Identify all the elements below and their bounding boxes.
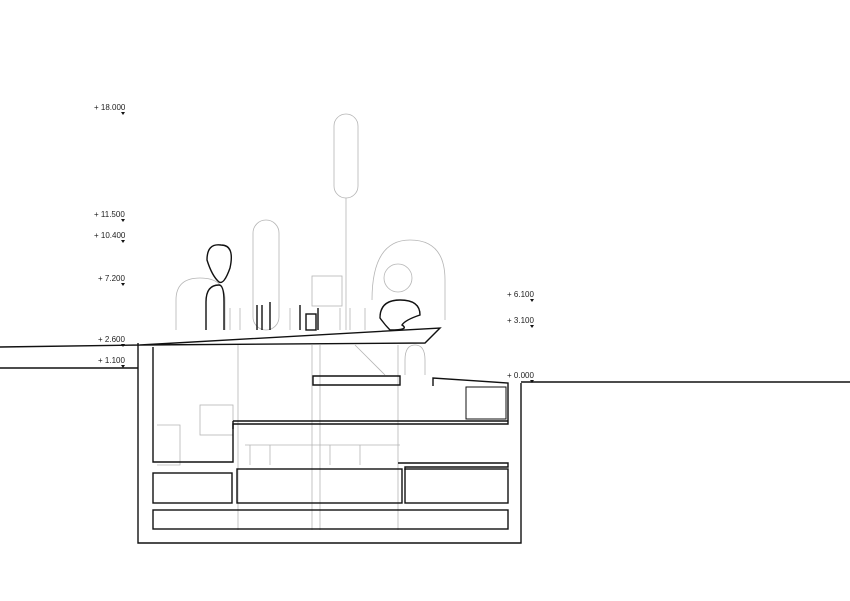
floating-canopy bbox=[206, 244, 233, 284]
mushroom-sculpture bbox=[379, 299, 421, 331]
level-triangle-icon bbox=[120, 219, 125, 222]
floor-slab-2 bbox=[398, 462, 509, 470]
side-room bbox=[465, 386, 507, 420]
mezzanine-slab bbox=[312, 375, 401, 386]
floor-slab-1 bbox=[232, 420, 508, 429]
level-triangle-icon bbox=[121, 112, 126, 115]
room-1 bbox=[152, 472, 233, 504]
planting-row bbox=[229, 308, 366, 330]
stair-box bbox=[199, 404, 234, 436]
outer-wall bbox=[137, 343, 522, 544]
level-marker-3100: + 3.100 bbox=[507, 316, 534, 328]
level-triangle-icon bbox=[529, 380, 534, 383]
stair-left bbox=[157, 424, 181, 466]
level-marker-6100: + 6.100 bbox=[507, 290, 534, 302]
room-3 bbox=[404, 468, 509, 504]
small-arch bbox=[404, 344, 426, 375]
bottom-room bbox=[152, 509, 509, 530]
room-2 bbox=[236, 468, 403, 504]
level-marker-7200: + 7.200 bbox=[98, 274, 125, 286]
level-triangle-icon bbox=[121, 240, 126, 243]
arch-dark bbox=[205, 284, 225, 330]
kiosk-outline bbox=[311, 275, 343, 307]
level-triangle-icon bbox=[529, 299, 534, 302]
arch-outline bbox=[175, 277, 226, 330]
background-elements bbox=[157, 113, 446, 530]
planter-box bbox=[305, 313, 317, 331]
level-triangle-icon bbox=[120, 365, 125, 368]
tall-tree-canopy bbox=[333, 113, 359, 199]
level-marker-2600: + 2.600 bbox=[98, 335, 125, 347]
columns-dark bbox=[256, 302, 319, 330]
sculpture-ring bbox=[383, 263, 413, 293]
level-marker-10400: + 10.400 bbox=[94, 231, 126, 243]
level-marker-18000: + 18.000 bbox=[94, 103, 126, 115]
level-marker-1100: + 1.100 bbox=[98, 356, 125, 368]
tree-canopy bbox=[252, 219, 280, 331]
section-cut bbox=[0, 244, 850, 544]
level-triangle-icon bbox=[120, 344, 125, 347]
inner-wall bbox=[152, 347, 509, 463]
sculpture-outline bbox=[371, 239, 446, 320]
level-marker-0000: + 0.000 bbox=[507, 371, 534, 383]
level-marker-11500: + 11.500 bbox=[94, 210, 125, 222]
roof-plaza-slab bbox=[0, 327, 442, 348]
level-triangle-icon bbox=[120, 283, 125, 286]
level-triangle-icon bbox=[529, 325, 534, 328]
stair-ramp bbox=[354, 344, 386, 376]
